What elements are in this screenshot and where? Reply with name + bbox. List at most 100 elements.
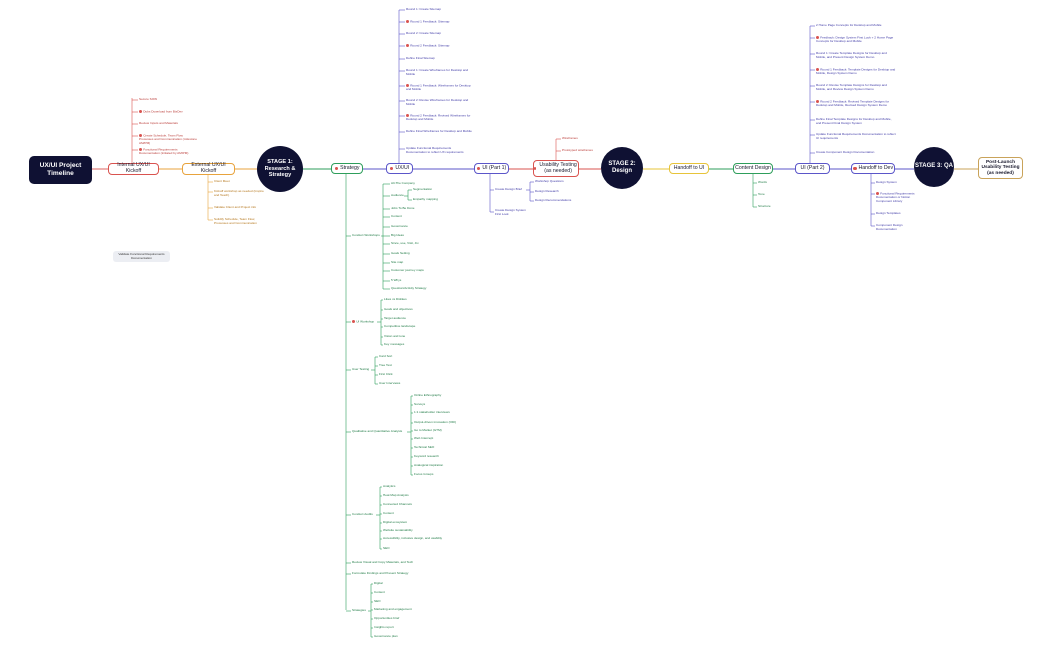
strategy-item[interactable]: Key messages [384,342,404,347]
strategy-item[interactable]: Jobs To Be Done [391,206,415,211]
ui2-item[interactable]: Update Functional Requirements Documenta… [816,132,896,140]
strategy-item[interactable]: Customer journey maps [391,268,424,273]
strategy-item[interactable]: Tree Test [379,363,392,368]
uxui-item[interactable]: Round 2 Feedback: Revised Wireframes for… [406,114,472,122]
strategy-item[interactable]: Governance [391,224,408,229]
strategy-group[interactable]: User Testing [352,367,369,372]
strategy-node[interactable]: Strategy [331,163,363,174]
ui2-item[interactable]: Round 1: Create Template Designs for Des… [816,51,896,59]
content-design-item[interactable]: Words [758,180,767,185]
post-launch-node[interactable]: Post-Launch Usability Testing (as needed… [978,157,1023,179]
content-design-item[interactable]: Structure [758,204,771,209]
ui2-item[interactable]: Define Final Template Designs for Deskto… [816,117,896,125]
handoff-dev-node[interactable]: Handoff to Dev [851,163,895,174]
uxui-item[interactable]: Round 2: Revise Wireframes for Desktop a… [406,98,472,106]
audience-item[interactable]: Empathy mapping [413,197,438,202]
strategy-item[interactable]: Go to Market (GTM) [414,428,442,433]
strategy-group[interactable]: Qualitative and Quantitative Analysis [352,429,402,434]
strategy-item[interactable]: Technical SEO [414,445,434,450]
usability-item[interactable]: Wireframes [562,136,578,141]
strategy-item[interactable]: All-The Company [391,181,415,186]
strategy-item[interactable]: Accessibility, inclusive design, and usa… [383,536,442,541]
content-design-item[interactable]: Tone [758,192,765,197]
strategy-group[interactable]: Conduct Workshops [352,233,380,238]
strategy-item[interactable]: 1:1 stakeholder interviews [414,410,450,415]
strategy-item[interactable]: Digital [374,581,383,586]
usability-item[interactable]: Prototyped wireframes [562,148,593,153]
external-item[interactable]: Client Meet [214,179,266,184]
design-brief-subitem[interactable]: Design Research [535,189,559,194]
stage3-circle[interactable]: STAGE 3: QA [914,147,954,187]
strategy-item[interactable]: Opportunities brief [374,616,399,621]
handoff-dev-item[interactable]: Design System [876,180,924,185]
external-kickoff-node[interactable]: External UX/UI Kickoff [182,162,235,175]
design-brief-subitem[interactable]: Design Recommendations [535,198,571,203]
strategy-item[interactable]: Big Ideas [391,233,404,238]
design-brief-subitem[interactable]: Workshop Questions [535,179,564,184]
handoff-dev-item[interactable]: Functional Requirements Documentation or… [876,191,924,203]
ui2-item[interactable]: Feedback: Design System First Look + 2 H… [816,36,896,44]
strategy-item[interactable]: Goals and objectives [384,307,413,312]
uxui-node[interactable]: UX/UI [386,163,413,174]
strategy-item[interactable]: Goals Setting [391,251,410,256]
external-item[interactable]: Validate Client and Project info [214,205,266,210]
handoff-ui-node[interactable]: Handoff to UI [669,163,709,174]
timeline-node[interactable]: UX/UI Project Timeline [29,156,92,184]
strategy-item[interactable]: Likes vs Dislikes [384,297,407,302]
strategy-item[interactable]: Site map [391,260,403,265]
strategy-item[interactable]: Focus Groups [414,472,433,477]
strategy-item[interactable]: Question/Activity Strategy [391,286,426,291]
internal-item[interactable]: Functional Requirements Documentation (i… [139,148,197,156]
strategy-item[interactable]: Digital ecosystem [383,520,407,525]
uxui-item[interactable]: Round 2 Feedback: Sitemap [406,43,472,48]
strategy-item[interactable]: Website sustainability [383,528,413,533]
strategy-item[interactable]: SEO [374,599,381,604]
strategy-item[interactable]: Analogical inspiration [414,463,443,468]
strategy-item[interactable]: Governance plan [374,634,398,639]
strategy-item[interactable]: 5 Whys [391,278,401,283]
ui2-item[interactable]: Round 1 Feedback: Template Designs for D… [816,68,896,76]
external-item[interactable]: Solidify Schedule, Team Flow, Processes … [214,217,266,225]
strategy-item[interactable]: Content [391,214,402,219]
strategy-item[interactable]: Heat Map Analysis [383,493,409,498]
strategy-item[interactable]: SEO [383,546,390,551]
ui-part1-node[interactable]: UI (Part 1) [474,163,509,174]
uxui-item[interactable]: Round 1 Feedback: Sitemap [406,19,472,24]
internal-item[interactable]: Secure SOW [139,97,197,102]
design-system-item[interactable]: Create Design System First Look [495,208,527,216]
strategy-item[interactable]: Keyword research [414,454,439,459]
uxui-item[interactable]: Define Final Sitemap [406,56,472,61]
audience-item[interactable]: Segmentation [413,187,432,192]
internal-kickoff-node[interactable]: Internal UX/UI Kickoff [108,162,159,175]
formulate-item[interactable]: Formulate Findings and Present Strategy [352,571,408,576]
strategy-item[interactable]: Connected Channels [383,502,412,507]
strategy-item[interactable]: Marketing and engagement [374,607,412,612]
strategy-item[interactable]: Target audience [384,316,406,321]
handoff-dev-item[interactable]: Component Design Documentation [876,223,924,231]
usability-testing-node[interactable]: Usability Testing (as needed) [533,160,579,177]
strategy-item[interactable]: Content [374,590,385,595]
uxui-item[interactable]: Round 2: Create Sitemap [406,31,472,36]
uxui-item[interactable]: Round 1: Create Wireframes for Desktop a… [406,68,472,76]
strategy-group[interactable]: UI Workshop [352,319,374,324]
uxui-item[interactable]: Define Final Wireframes for Desktop and … [406,129,472,134]
ui2-item[interactable]: 2 Home Page Concepts for Desktop and Mob… [816,23,896,28]
ui-part2-node[interactable]: UI (Part 2) [795,163,830,174]
strategy-item[interactable]: First Click [379,372,393,377]
design-brief-item[interactable]: Create Design Brief [495,187,522,192]
strategy-item[interactable]: Competitive landscape [384,324,415,329]
stage2-circle[interactable]: STAGE 2: Design [601,147,643,189]
strategy-item[interactable]: Content [383,511,394,516]
strategy-item[interactable]: Since, use, Visit, Jtv [391,241,419,246]
internal-item[interactable]: Create Schedule, Team Flow Processes and… [139,133,197,145]
strategy-item[interactable]: Output-driven innovation (ODI) [414,420,456,425]
handoff-dev-item[interactable]: Design Templates [876,211,924,216]
internal-item[interactable]: Dubs Download from BizDev [139,109,197,114]
strategy-item[interactable]: User Interviews [379,381,400,386]
strategy-item[interactable]: Surveys [414,402,425,407]
strategy-group[interactable]: Strategies [352,608,366,613]
review-visual-item[interactable]: Review Visual and Copy Materials, and Te… [352,560,413,565]
uxui-item[interactable]: Round 1 Feedback: Wireframes for Desktop… [406,84,472,92]
stage1-circle[interactable]: STAGE 1: Research & Strategy [257,146,303,192]
ui2-item[interactable]: Round 2: Revise Template Designs for Des… [816,83,896,91]
